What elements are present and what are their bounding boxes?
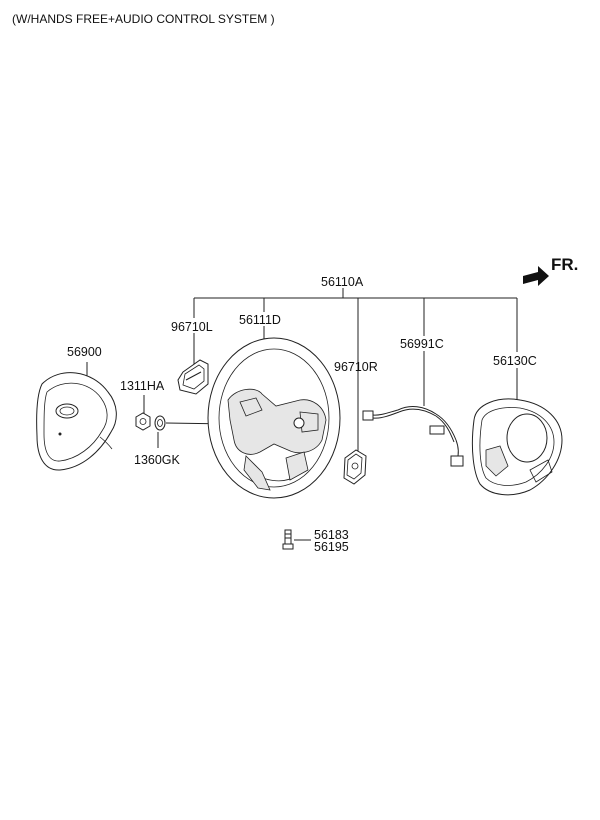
logo-emblem-icon bbox=[55, 403, 79, 419]
part-label-1311ha: 1311HA bbox=[120, 379, 165, 393]
left-switch-drawing bbox=[177, 359, 209, 395]
part-label-56111d: 56111D bbox=[239, 313, 281, 327]
right-switch-drawing bbox=[343, 449, 367, 485]
part-label-96710l: 96710L bbox=[171, 320, 213, 334]
part-label-1360gk: 1360GK bbox=[134, 453, 181, 467]
front-direction-indicator: FR. bbox=[523, 255, 578, 286]
bolt-drawing bbox=[282, 529, 294, 550]
front-label: FR. bbox=[551, 255, 578, 274]
assembly-leader-lines bbox=[193, 288, 518, 455]
nut-drawing bbox=[135, 412, 151, 431]
part-label-56130c: 56130C bbox=[493, 354, 537, 368]
part-label-56110a: 56110A bbox=[321, 275, 364, 289]
wire-harness-drawing bbox=[362, 406, 464, 467]
part-label-56183: 56183 bbox=[314, 528, 349, 542]
part-label-96710r: 96710R bbox=[334, 360, 378, 374]
steering-wheel-drawing bbox=[207, 337, 341, 499]
airbag-module-drawing bbox=[36, 372, 117, 471]
part-label-56991c: 56991C bbox=[400, 337, 444, 351]
part-label-56195: 56195 bbox=[314, 540, 349, 554]
washer-drawing bbox=[154, 415, 166, 431]
front-arrow-icon bbox=[523, 266, 549, 286]
rear-cover-drawing bbox=[471, 398, 563, 496]
part-label-56900: 56900 bbox=[67, 345, 102, 359]
diagram-title: (W/HANDS FREE+AUDIO CONTROL SYSTEM ) bbox=[12, 12, 275, 26]
